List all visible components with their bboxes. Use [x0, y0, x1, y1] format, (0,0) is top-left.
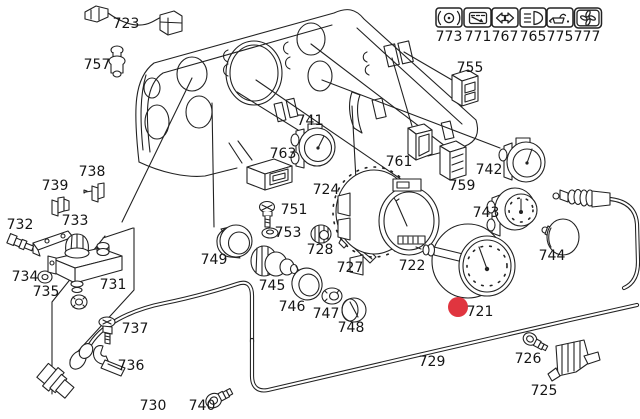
- legend-label-777[interactable]: 777: [574, 29, 601, 45]
- part-label-739[interactable]: 739: [42, 178, 69, 194]
- legend-box-773[interactable]: [435, 7, 463, 28]
- part-label-757[interactable]: 757: [84, 57, 111, 73]
- legend-box-775[interactable]: [546, 7, 574, 28]
- part-label-722[interactable]: 722: [399, 258, 426, 274]
- part-label-745[interactable]: 745: [259, 278, 286, 294]
- fuel-reserve-icon: [468, 11, 488, 25]
- part-label-732[interactable]: 732: [7, 217, 34, 233]
- part-721-drawing[interactable]: [415, 223, 516, 299]
- part-label-726[interactable]: 726: [515, 351, 542, 367]
- part-label-753[interactable]: 753: [275, 225, 302, 241]
- legend-box-765[interactable]: [519, 7, 547, 28]
- part-label-729[interactable]: 729: [419, 354, 446, 370]
- instrument-panel-drawing: [135, 9, 479, 177]
- part-743-drawing[interactable]: [486, 187, 538, 237]
- part-label-734[interactable]: 734: [12, 269, 39, 285]
- part-label-731[interactable]: 731: [100, 277, 127, 293]
- legend-label-767[interactable]: 767: [492, 29, 519, 45]
- legend-label-771[interactable]: 771: [465, 29, 492, 45]
- turn-signal-icon: [495, 12, 515, 24]
- part-737-drawing[interactable]: [98, 316, 116, 345]
- part-747-drawing[interactable]: [321, 287, 343, 305]
- part-741-drawing[interactable]: [290, 123, 336, 169]
- part-label-721[interactable]: 721: [467, 304, 494, 320]
- part-label-735[interactable]: 735: [33, 284, 60, 300]
- part-label-724[interactable]: 724: [313, 182, 340, 198]
- cable-730-drawing[interactable]: [35, 280, 255, 402]
- part-label-761[interactable]: 761: [386, 154, 413, 170]
- part-749-drawing[interactable]: [216, 224, 253, 259]
- part-728-drawing[interactable]: [310, 224, 332, 244]
- headlight-icon: [523, 10, 544, 26]
- part-751-drawing[interactable]: [258, 200, 276, 228]
- part-label-728[interactable]: 728: [307, 242, 334, 258]
- selected-part-marker: [448, 297, 468, 317]
- legend-label-765[interactable]: 765: [520, 29, 547, 45]
- part-label-755[interactable]: 755: [457, 60, 484, 76]
- legend-box-771[interactable]: [463, 7, 492, 28]
- part-label-763[interactable]: 763: [270, 146, 297, 162]
- part-label-747[interactable]: 747: [313, 306, 340, 322]
- part-722-drawing[interactable]: [332, 166, 440, 276]
- part-763-drawing[interactable]: [246, 158, 293, 191]
- part-label-733[interactable]: 733: [62, 213, 89, 229]
- oil-pressure-icon: [548, 13, 570, 24]
- part-label-737[interactable]: 737: [122, 321, 149, 337]
- part-742-drawing[interactable]: [498, 137, 546, 183]
- part-759-drawing[interactable]: [439, 140, 467, 181]
- part-label-749[interactable]: 749: [201, 252, 228, 268]
- brake-warning-icon: [437, 10, 461, 26]
- fan-icon: [579, 9, 597, 27]
- part-label-748[interactable]: 748: [338, 320, 365, 336]
- part-label-738[interactable]: 738: [79, 164, 106, 180]
- cable-upper-end-drawing[interactable]: [552, 188, 640, 291]
- part-755-drawing[interactable]: [451, 69, 479, 107]
- part-745-drawing[interactable]: [250, 245, 300, 277]
- part-label-740[interactable]: 740: [189, 398, 216, 414]
- part-label-741[interactable]: 741: [297, 113, 324, 129]
- part-734-drawing[interactable]: [37, 270, 53, 284]
- part-746-drawing[interactable]: [288, 265, 325, 304]
- part-label-736[interactable]: 736: [118, 358, 145, 374]
- part-labels: 723 757 741 763 724 761 759 755 742 743 …: [7, 16, 566, 414]
- cable-729-drawing[interactable]: [249, 302, 640, 393]
- legend-box-777[interactable]: [573, 7, 603, 29]
- legend-label-773[interactable]: 773: [436, 29, 463, 45]
- part-label-751[interactable]: 751: [281, 202, 308, 218]
- part-723-drawing[interactable]: [84, 5, 183, 36]
- part-738-drawing[interactable]: [83, 182, 105, 203]
- part-731-drawing[interactable]: [47, 233, 123, 294]
- part-label-723[interactable]: 723: [113, 16, 140, 32]
- part-726-drawing[interactable]: [521, 330, 550, 353]
- part-736-drawing[interactable]: [92, 345, 126, 377]
- legend-label-775[interactable]: 775: [547, 29, 574, 45]
- part-label-725[interactable]: 725: [531, 383, 558, 399]
- indicator-legend: [435, 7, 603, 29]
- part-label-743[interactable]: 743: [473, 205, 500, 221]
- part-label-744[interactable]: 744: [539, 248, 566, 264]
- part-label-759[interactable]: 759: [449, 178, 476, 194]
- part-744-drawing[interactable]: [541, 218, 580, 256]
- part-label-727[interactable]: 727: [337, 260, 364, 276]
- part-725-drawing[interactable]: [547, 339, 601, 382]
- part-735-drawing[interactable]: [70, 294, 88, 310]
- part-761-drawing[interactable]: [407, 123, 433, 161]
- legend-box-767[interactable]: [491, 7, 519, 28]
- part-757-drawing[interactable]: [108, 45, 126, 78]
- legend-labels: 773 771 767 765 775 777: [436, 29, 601, 45]
- part-732-drawing[interactable]: [6, 233, 35, 253]
- part-740-drawing[interactable]: [203, 385, 234, 411]
- part-753-drawing[interactable]: [261, 227, 279, 239]
- part-label-742[interactable]: 742: [476, 162, 503, 178]
- part-label-746[interactable]: 746: [279, 299, 306, 315]
- part-label-730[interactable]: 730: [140, 398, 167, 414]
- part-739-drawing[interactable]: [51, 196, 70, 217]
- part-748-drawing[interactable]: [341, 297, 367, 323]
